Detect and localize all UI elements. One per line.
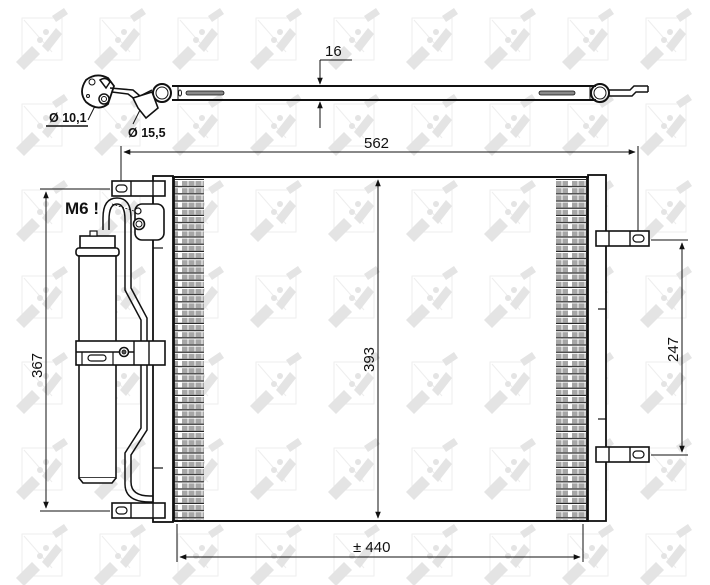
overall-width-label: 562 bbox=[364, 135, 389, 152]
drier-height-label: 367 bbox=[29, 353, 46, 378]
bracket-spacing-dimension bbox=[651, 239, 688, 456]
fins-left bbox=[174, 179, 204, 520]
condenser-core bbox=[152, 174, 607, 523]
drier-height-dimension bbox=[40, 188, 110, 512]
m6-callout-leader bbox=[111, 203, 135, 212]
connector-left-diameter-label: Ø 10,1 bbox=[49, 111, 87, 125]
connector-right-diameter-label: Ø 15,5 bbox=[128, 126, 166, 140]
top-view bbox=[46, 59, 649, 128]
drier-body bbox=[78, 255, 117, 479]
fins-right bbox=[556, 179, 586, 520]
top-slot-right bbox=[538, 90, 576, 96]
right-bottom-bracket bbox=[595, 446, 650, 463]
receiver-drier bbox=[75, 197, 166, 503]
top-slot-left bbox=[185, 90, 225, 96]
right-header-tank bbox=[587, 174, 607, 522]
overall-width-dimension bbox=[120, 146, 639, 232]
core-width-dimension bbox=[176, 524, 584, 562]
right-top-bracket bbox=[595, 230, 650, 247]
left-bottom-bracket bbox=[111, 502, 166, 519]
bolt-note-label: M6 ! bbox=[65, 199, 99, 218]
bracket-spacing-label: 247 bbox=[665, 337, 682, 362]
pipe-thickness-label: 16 bbox=[325, 43, 342, 60]
core-height-label: 393 bbox=[361, 347, 378, 372]
left-top-bracket bbox=[111, 180, 166, 197]
core-width-label: ± 440 bbox=[353, 539, 390, 556]
